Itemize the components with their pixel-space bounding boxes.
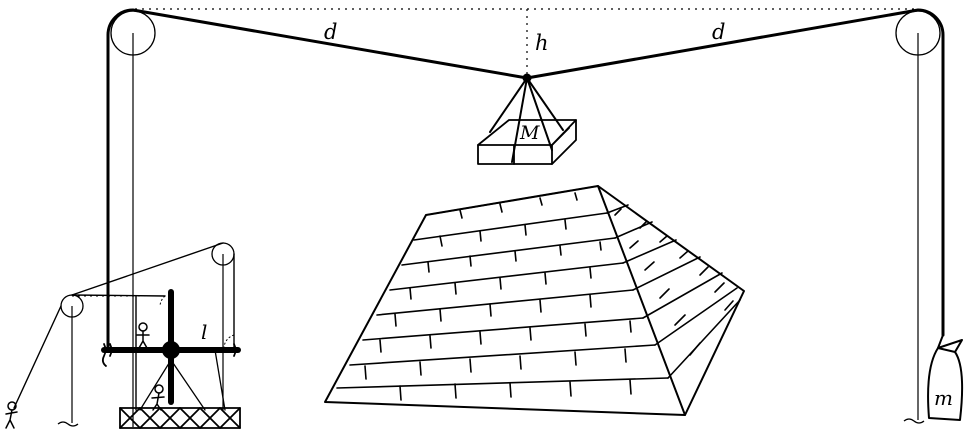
bag-tie (937, 334, 963, 353)
angle-markers (159, 295, 235, 349)
pyramid-courses (336, 185, 741, 389)
pyramid-bricks (364, 192, 734, 401)
left-main-pulley (110, 10, 156, 427)
counterweight-bag: m (927, 334, 964, 421)
platform-truss (119, 407, 241, 429)
label-l: l (201, 320, 207, 344)
left-machine: l (5, 242, 241, 429)
stick-figure-top (136, 322, 150, 349)
capstan-supports (139, 349, 226, 411)
pyramid-outline (324, 185, 745, 416)
pyramid (324, 185, 745, 416)
label-d-left: d (324, 20, 337, 44)
stick-figure-far-left (5, 401, 18, 429)
main-rope (106, 8, 945, 352)
pyramid-edge (597, 185, 686, 416)
stick-figure-bottom (151, 384, 165, 411)
aux-ropes (13, 242, 235, 411)
bag-body (927, 347, 964, 421)
right-ground-mark (903, 418, 925, 424)
stone-block (477, 119, 577, 165)
label-d-right: d (712, 20, 725, 44)
capstan (101, 289, 241, 405)
right-main-pulley (895, 10, 941, 424)
hanging-load: M (477, 73, 577, 165)
label-h: h (535, 31, 549, 55)
label-m: m (934, 386, 953, 410)
left-ground-mark (57, 421, 79, 427)
bar-knots (101, 343, 237, 367)
label-M: M (519, 122, 540, 144)
capstan-hub (162, 341, 180, 359)
